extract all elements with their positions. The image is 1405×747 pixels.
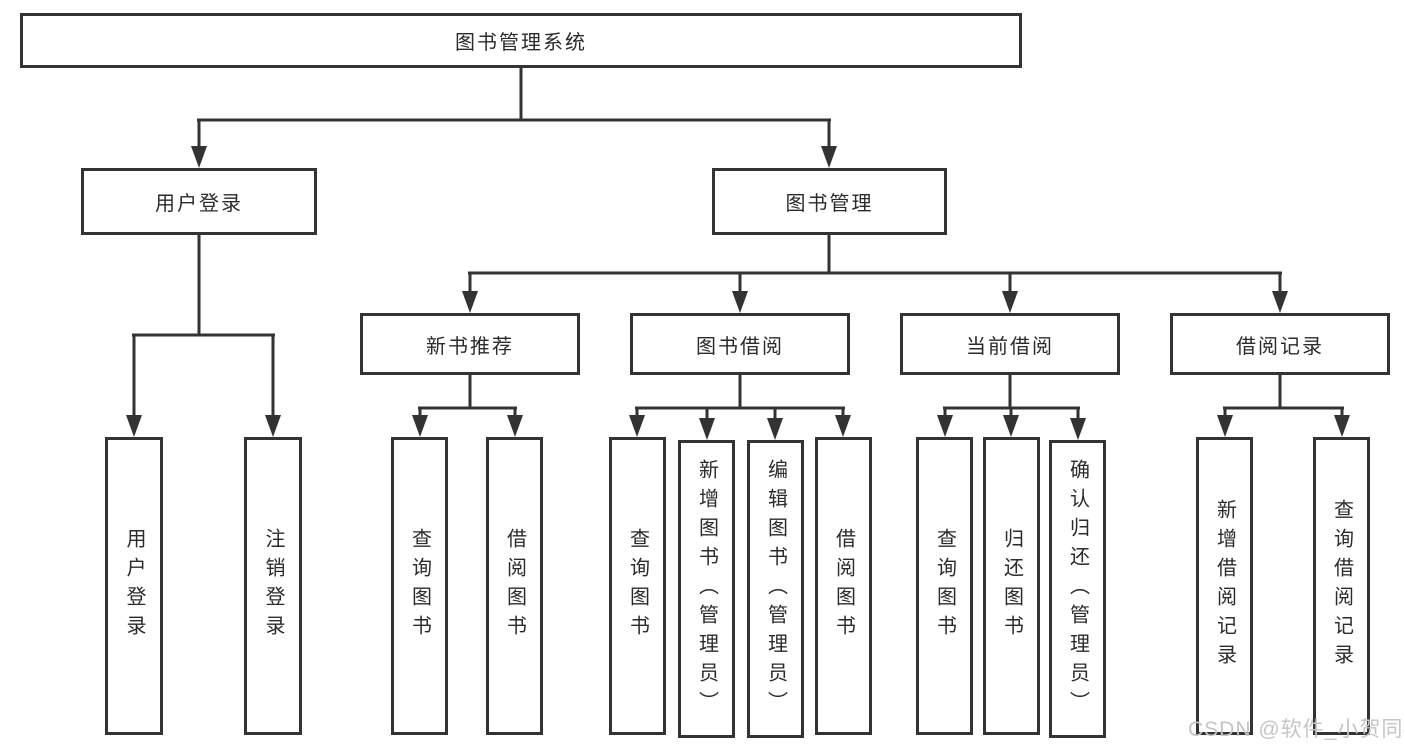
- node-book-management: 图书管理: [712, 168, 947, 235]
- leaf-user-login-label: 用户登录: [123, 528, 145, 644]
- leaf-current-query-books: 查询图书: [916, 437, 973, 735]
- leaf-borrow-add-books-admin-label: 新增图书（管理员）: [695, 458, 718, 720]
- leaf-logout: 注销登录: [244, 437, 302, 735]
- leaf-borrow-borrow-books: 借阅图书: [815, 437, 872, 735]
- leaf-records-query-record: 查询借阅记录: [1313, 437, 1370, 735]
- leaf-recommend-query-books-label: 查询图书: [408, 528, 431, 644]
- node-new-book-recommend-label: 新书推荐: [426, 335, 514, 358]
- node-user-login-label: 用户登录: [155, 193, 243, 215]
- node-library-system-label: 图书管理系统: [455, 32, 587, 54]
- node-book-borrow: 图书借阅: [630, 313, 850, 375]
- node-book-borrow-label: 图书借阅: [696, 335, 784, 358]
- node-book-management-label: 图书管理: [785, 193, 874, 215]
- node-user-login: 用户登录: [81, 168, 317, 235]
- node-library-system: 图书管理系统: [20, 13, 1022, 68]
- node-new-book-recommend: 新书推荐: [360, 313, 580, 375]
- leaf-current-return-books: 归还图书: [983, 437, 1040, 735]
- node-current-borrow: 当前借阅: [900, 313, 1120, 375]
- node-borrow-records-label: 借阅记录: [1236, 335, 1324, 358]
- leaf-current-confirm-return-admin: 确认归还（管理员）: [1049, 440, 1106, 738]
- leaf-records-query-record-label: 查询借阅记录: [1330, 499, 1353, 673]
- leaf-records-add-record: 新增借阅记录: [1196, 437, 1253, 735]
- leaf-current-confirm-return-admin-label: 确认归还（管理员）: [1066, 458, 1089, 720]
- leaf-current-query-books-label: 查询图书: [933, 528, 956, 644]
- leaf-recommend-borrow-books-label: 借阅图书: [503, 528, 526, 644]
- leaf-user-login: 用户登录: [105, 437, 163, 735]
- leaf-borrow-query-books: 查询图书: [609, 437, 666, 735]
- node-current-borrow-label: 当前借阅: [966, 335, 1054, 358]
- leaf-borrow-edit-books-admin-label: 编辑图书（管理员）: [764, 458, 787, 720]
- leaf-logout-label: 注销登录: [262, 528, 284, 644]
- leaf-borrow-borrow-books-label: 借阅图书: [832, 528, 855, 644]
- leaf-current-return-books-label: 归还图书: [1000, 528, 1023, 644]
- leaf-records-add-record-label: 新增借阅记录: [1213, 499, 1236, 673]
- leaf-borrow-query-books-label: 查询图书: [626, 528, 649, 644]
- leaf-borrow-edit-books-admin: 编辑图书（管理员）: [747, 440, 804, 738]
- watermark: CSDN @软件_小贺同学: [1188, 718, 1405, 741]
- node-borrow-records: 借阅记录: [1170, 313, 1390, 375]
- leaf-recommend-borrow-books: 借阅图书: [486, 437, 543, 735]
- leaf-borrow-add-books-admin: 新增图书（管理员）: [678, 440, 735, 738]
- leaf-recommend-query-books: 查询图书: [391, 437, 448, 735]
